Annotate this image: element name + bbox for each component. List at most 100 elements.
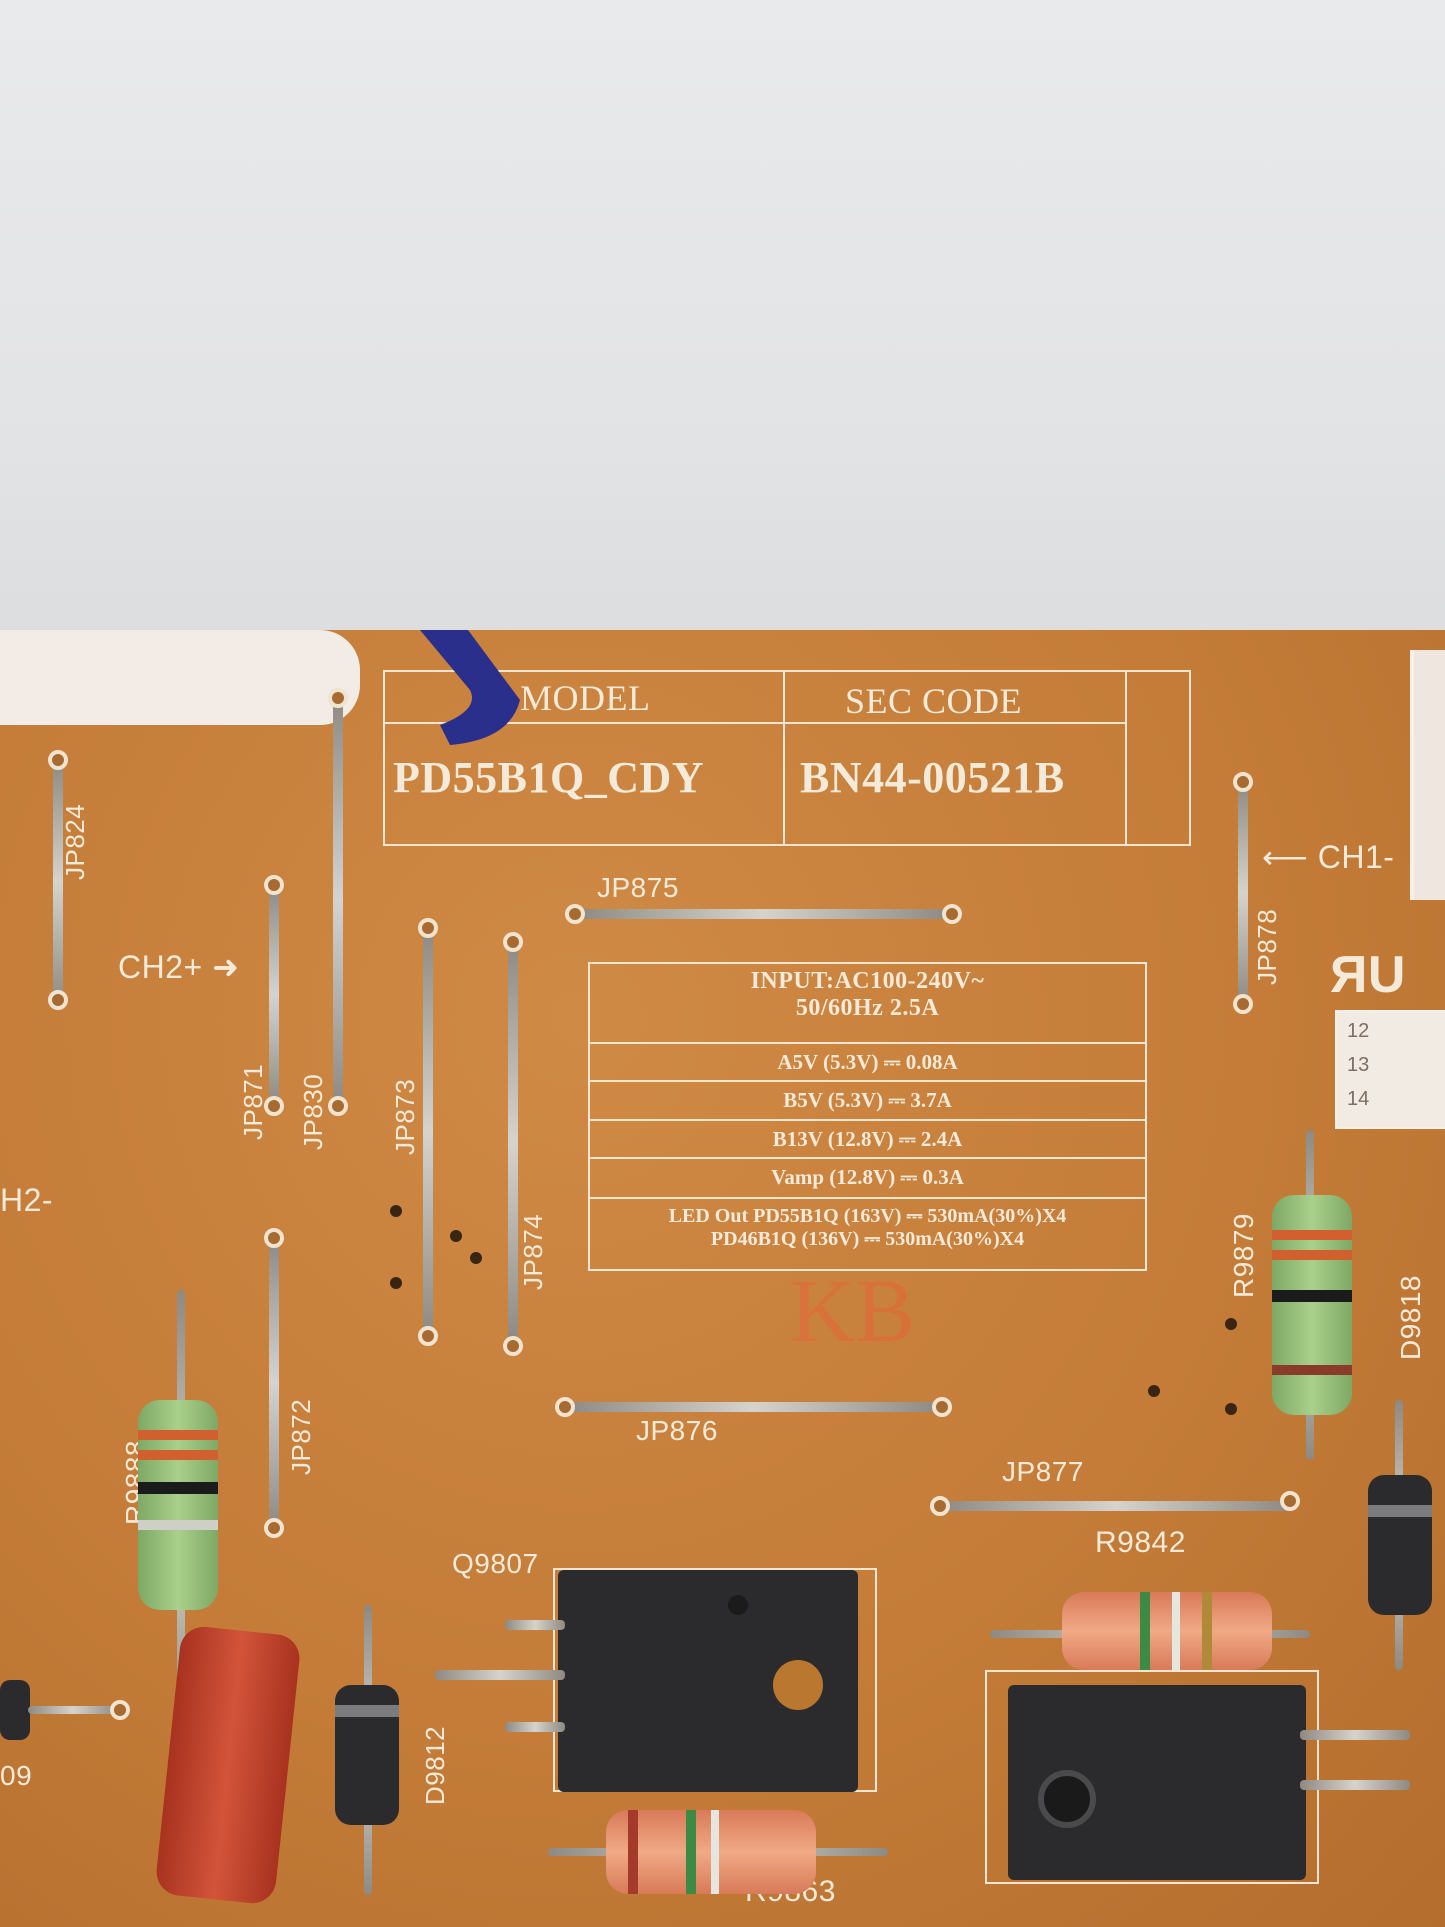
- band: [628, 1810, 638, 1894]
- jumper-jp876: [565, 1402, 940, 1412]
- rating-row-vamp-text: Vamp (12.8V) ⎓ 0.3A: [771, 1165, 964, 1189]
- pad: [328, 688, 348, 708]
- mount-hole: [773, 1660, 823, 1710]
- band: [1272, 1230, 1352, 1240]
- conn-12: 12: [1347, 1020, 1370, 1042]
- label-d9812: D9812: [420, 1725, 450, 1805]
- arrow-icon: ⟵: [1262, 839, 1309, 875]
- band: [138, 1450, 218, 1460]
- via: [1225, 1318, 1237, 1330]
- band: [138, 1430, 218, 1440]
- label-jp871: JP871: [238, 1063, 268, 1140]
- via: [390, 1205, 402, 1217]
- jumper-jp871: [269, 885, 279, 1105]
- transistor-right: [1008, 1685, 1306, 1880]
- label-ch1-minus: ⟵ CH1-: [1262, 838, 1394, 876]
- transistor-leg: [1300, 1780, 1410, 1790]
- pad: [503, 932, 523, 952]
- label-d09: 09: [0, 1760, 33, 1791]
- resistor-r9863: [606, 1810, 816, 1894]
- label-ch2-minus: H2-: [0, 1182, 54, 1218]
- pad: [942, 904, 962, 924]
- model-value: PD55B1Q_CDY: [393, 753, 705, 802]
- label-d9818: D9818: [1395, 1274, 1426, 1360]
- sec-code-header: SEC CODE: [845, 681, 1023, 721]
- label-jp824: JP824: [60, 803, 90, 880]
- band: [1272, 1290, 1352, 1302]
- transistor-leg: [435, 1670, 565, 1680]
- pad: [418, 1326, 438, 1346]
- jumper-jp875: [575, 909, 950, 919]
- rating-row-led: LED Out PD55B1Q (163V) ⎓ 530mA(30%)X4 PD…: [590, 1197, 1145, 1269]
- led-line-1: LED Out PD55B1Q (163V) ⎓ 530mA(30%)X4: [668, 1205, 1067, 1227]
- conn-13: 13: [1347, 1054, 1370, 1076]
- rating-row-b5v-text: B5V (5.3V) ⎓ 3.7A: [783, 1088, 952, 1112]
- label-jp872: JP872: [286, 1398, 316, 1475]
- jumper-jp824: [53, 760, 63, 1005]
- pad: [1233, 772, 1253, 792]
- model-header: MODEL: [520, 678, 651, 718]
- resistor-r9879: [1272, 1195, 1352, 1415]
- connector-table: 12 13 14: [1335, 1010, 1445, 1129]
- pad: [1280, 1491, 1300, 1511]
- transistor-q9807: [558, 1570, 858, 1792]
- pad: [110, 1700, 130, 1720]
- mount-hole: [728, 1595, 748, 1615]
- jumper-jp830: [333, 695, 343, 1105]
- diode-band: [1368, 1505, 1432, 1517]
- pad: [932, 1397, 952, 1417]
- label-jp877: JP877: [1002, 1456, 1084, 1487]
- band: [686, 1810, 696, 1894]
- pad: [418, 918, 438, 938]
- label-jp878: JP878: [1252, 908, 1282, 985]
- pad: [930, 1496, 950, 1516]
- via: [1148, 1385, 1160, 1397]
- marker-stroke: [420, 630, 520, 745]
- input-line-2: 50/60Hz 2.5A: [795, 995, 940, 1021]
- band: [138, 1482, 218, 1494]
- label-jp874: JP874: [518, 1213, 548, 1290]
- pad: [264, 1228, 284, 1248]
- right-label-strip: [1410, 650, 1445, 900]
- wall-background: [0, 0, 1445, 640]
- conn-14: 14: [1347, 1088, 1370, 1110]
- via: [450, 1230, 462, 1242]
- pad: [565, 904, 585, 924]
- pad: [555, 1397, 575, 1417]
- band: [1140, 1592, 1150, 1670]
- sec-code-value: BN44-00521B: [800, 753, 1065, 802]
- transistor-leg: [505, 1620, 565, 1630]
- label-jp876: JP876: [636, 1415, 718, 1446]
- jumper-jp874: [508, 942, 518, 1342]
- via: [470, 1252, 482, 1264]
- band: [138, 1520, 218, 1530]
- rating-row-b13v-text: B13V (12.8V) ⎓ 2.4A: [772, 1127, 963, 1151]
- rating-row-a5v: A5V (5.3V) ⎓ 0.08A: [590, 1042, 1145, 1080]
- diode-lead: [28, 1706, 118, 1714]
- label-q9807: Q9807: [452, 1548, 539, 1579]
- label-jp873: JP873: [390, 1078, 420, 1155]
- pcb-board: MODEL SEC CODE PD55B1Q_CDY BN44-00521B I…: [0, 630, 1445, 1927]
- pad: [264, 1518, 284, 1538]
- label-jp875: JP875: [597, 872, 679, 903]
- resistor-r9888: [138, 1400, 218, 1610]
- rating-table: INPUT:AC100-240V~ 50/60Hz 2.5A A5V (5.3V…: [588, 962, 1147, 1271]
- pad: [503, 1336, 523, 1356]
- right-transistor-outline: [985, 1670, 1319, 1884]
- transistor-leg: [505, 1722, 565, 1732]
- rating-row-b13v: B13V (12.8V) ⎓ 2.4A: [590, 1119, 1145, 1157]
- resistor-r9842: [1062, 1592, 1272, 1670]
- transistor-leg: [1300, 1730, 1410, 1740]
- input-line-1: INPUT:AC100-240V~: [750, 968, 985, 994]
- led-line-2: PD46B1Q (136V) ⎓ 530mA(30%)X4: [710, 1228, 1025, 1250]
- via: [390, 1277, 402, 1289]
- ul-mark: ЯU: [1330, 946, 1406, 1004]
- diode-band: [335, 1705, 399, 1717]
- label-ch2-plus: CH2+ ➜: [118, 948, 239, 986]
- mount-hole: [1038, 1770, 1096, 1828]
- label-jp830: JP830: [298, 1073, 328, 1150]
- band: [711, 1810, 719, 1894]
- jumper-jp877: [940, 1501, 1290, 1511]
- pad: [1233, 994, 1253, 1014]
- model-table: MODEL SEC CODE PD55B1Q_CDY BN44-00521B: [383, 670, 1191, 846]
